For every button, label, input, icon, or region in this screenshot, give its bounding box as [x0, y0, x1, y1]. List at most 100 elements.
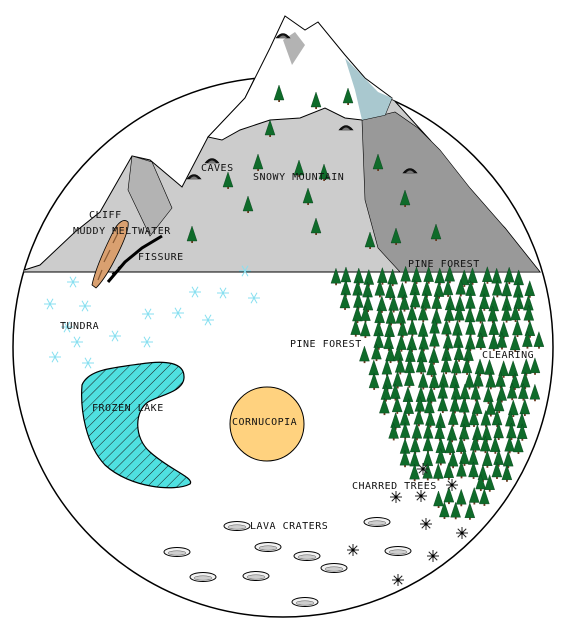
pine-tree-icon — [417, 304, 429, 323]
lava-crater-icon — [363, 517, 391, 527]
label-pine-forest-lower: PINE FOREST — [290, 339, 362, 350]
pine-tree-icon — [409, 291, 421, 310]
pine-tree-icon — [456, 460, 467, 479]
pine-tree-icon — [387, 268, 398, 287]
pine-tree-icon — [437, 395, 449, 414]
pine-tree-icon — [484, 474, 495, 492]
cornucopia — [229, 386, 305, 462]
cave-group — [186, 33, 418, 180]
pine-tree-icon — [363, 268, 375, 287]
pine-tree-icon — [458, 269, 470, 287]
pine-tree-icon — [379, 397, 390, 416]
pine-tree-icon — [400, 265, 411, 284]
label-lava-craters: LAVA CRATERS — [250, 521, 328, 532]
cave-icon — [186, 174, 202, 180]
pine-tree-icon — [383, 333, 394, 351]
pine-tree-icon — [470, 383, 481, 402]
pine-tree-icon — [413, 408, 425, 427]
pine-tree-icon — [464, 371, 475, 390]
pine-tree-icon — [430, 223, 442, 241]
pine-tree-icon — [374, 279, 386, 298]
ice-patch — [345, 58, 392, 120]
pine-tree-icon — [428, 372, 440, 390]
label-muddy-meltwater: MUDDY MELTWATER — [73, 226, 171, 237]
pine-tree-icon — [495, 370, 506, 389]
pine-tree-icon — [464, 333, 476, 352]
pine-tree-icon — [447, 450, 459, 469]
pine-tree-icon — [503, 266, 515, 285]
pine-tree-icon — [477, 320, 488, 339]
pine-tree-icon — [264, 119, 276, 137]
pine-tree-icon — [390, 412, 401, 430]
pine-tree-icon — [310, 91, 322, 109]
charred-tree-icon — [390, 491, 402, 503]
pine-tree-icon — [518, 382, 529, 401]
cave-icon — [204, 158, 220, 164]
snowflake-icon — [71, 336, 83, 348]
charred-tree-icon — [420, 518, 432, 530]
pine-tree-icon — [501, 464, 513, 482]
pine-tree-icon — [434, 423, 445, 441]
pine-tree-icon — [433, 490, 444, 508]
pine-tree-icon — [439, 501, 450, 519]
cave-icon — [338, 125, 354, 131]
pine-tree-icon — [399, 189, 411, 207]
pine-tree-icon — [446, 424, 458, 443]
cliff — [91, 220, 129, 289]
pine-tree-icon — [443, 462, 455, 480]
pine-tree-icon — [469, 434, 481, 453]
lava-crater-icon — [291, 597, 319, 607]
pine-tree-icon — [504, 435, 515, 454]
pine-tree-icon — [450, 357, 462, 376]
pine-tree-icon — [463, 345, 474, 363]
pine-tree-icon — [444, 265, 455, 284]
pine-tree-icon — [390, 227, 402, 245]
tundra-snowflakes — [44, 265, 260, 369]
pine-tree-icon — [522, 330, 533, 349]
pine-tree-icon — [293, 159, 305, 177]
pine-tree-icon — [434, 267, 446, 285]
pine-tree-icon — [496, 331, 508, 350]
snowflake-icon — [239, 265, 251, 277]
pine-tree-icon — [186, 225, 198, 243]
pine-tree-icon — [468, 409, 480, 427]
pine-tree-icon — [415, 356, 427, 375]
pine-tree-icon — [342, 87, 354, 105]
pine-tree-icon — [425, 385, 437, 404]
pine-tree-icon — [374, 307, 385, 325]
pine-tree-icon — [388, 422, 399, 441]
pine-tree-icon — [512, 319, 523, 337]
pine-tree-icon — [444, 437, 456, 455]
pine-tree-icon — [330, 267, 342, 286]
charred-tree-icon — [347, 544, 359, 556]
label-pine-forest-upper: PINE FOREST — [408, 259, 480, 270]
pine-tree-icon — [491, 279, 503, 298]
pine-tree-icon — [443, 304, 455, 323]
pine-tree-icon — [468, 486, 480, 505]
pine-tree-icon — [397, 281, 408, 300]
label-clearing: CLEARING — [482, 350, 534, 361]
charred-tree-icon — [392, 574, 404, 586]
pine-tree-icon — [464, 502, 476, 520]
lava-crater-icon — [189, 572, 217, 582]
charred-tree-icon — [415, 490, 427, 502]
pine-tree-icon — [485, 398, 497, 417]
right-slope-shadow — [361, 111, 541, 273]
pine-tree-icon — [373, 332, 385, 350]
pine-tree-icon — [399, 293, 410, 312]
pine-tree-icon — [459, 448, 470, 466]
pine-tree-icon — [475, 332, 486, 350]
pine-tree-icon — [516, 423, 528, 441]
pine-tree-icon — [384, 282, 396, 300]
pine-tree-icon — [392, 370, 403, 389]
pine-tree-icon — [433, 462, 444, 481]
pine-tree-icon — [428, 346, 440, 365]
pine-tree-icon — [426, 359, 437, 377]
pine-tree-icon — [399, 421, 411, 440]
charred-trees — [347, 463, 468, 586]
lava-crater-icon — [254, 542, 282, 552]
lava-crater-icon — [320, 563, 348, 573]
snowflake-icon — [49, 351, 61, 363]
pine-tree-icon — [482, 450, 493, 468]
